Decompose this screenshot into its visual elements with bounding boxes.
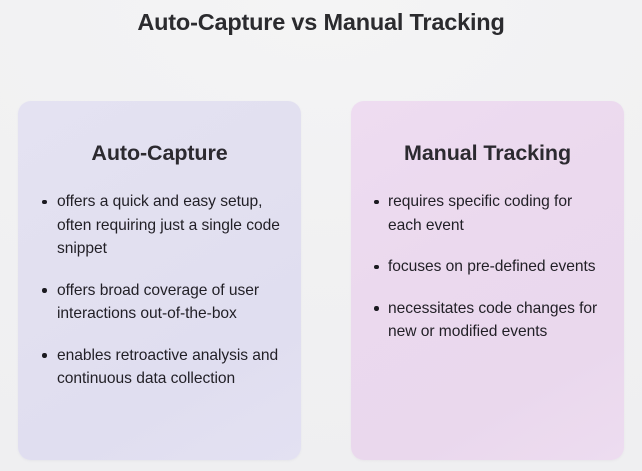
card-auto-capture: Auto-Capture offers a quick and easy set… [18,101,301,460]
list-item-text: requires specific coding for each event [388,193,573,234]
bullet-list-auto-capture: offers a quick and easy setup, often req… [18,190,301,391]
card-heading-manual-tracking: Manual Tracking [404,141,571,165]
list-item: offers a quick and easy setup, often req… [18,190,301,261]
list-item: requires specific coding for each event [351,190,624,237]
bullet-dot-icon [374,264,379,269]
bullet-dot-icon [42,353,47,358]
card-heading-auto-capture: Auto-Capture [91,141,228,165]
list-item-text: enables retroactive analysis and continu… [57,346,279,388]
list-item-text: necessitates code changes for new or mod… [388,299,598,341]
list-item-text: offers a quick and easy setup, often req… [57,193,280,257]
bullet-dot-icon [42,288,47,293]
list-item-text: focuses on pre-defined events [388,258,596,275]
list-item: offers broad coverage of user interactio… [18,279,301,326]
bullet-dot-icon [42,199,47,204]
card-manual-tracking: Manual Tracking requires specific coding… [351,101,624,460]
bullet-dot-icon [374,199,379,204]
bullet-list-manual-tracking: requires specific coding for each event … [351,190,624,344]
list-item: necessitates code changes for new or mod… [351,297,624,344]
bullet-dot-icon [374,306,379,311]
page-title: Auto-Capture vs Manual Tracking [137,9,505,35]
list-item-text: offers broad coverage of user interactio… [57,281,259,323]
list-item: focuses on pre-defined events [351,255,624,279]
list-item: enables retroactive analysis and continu… [18,344,301,391]
